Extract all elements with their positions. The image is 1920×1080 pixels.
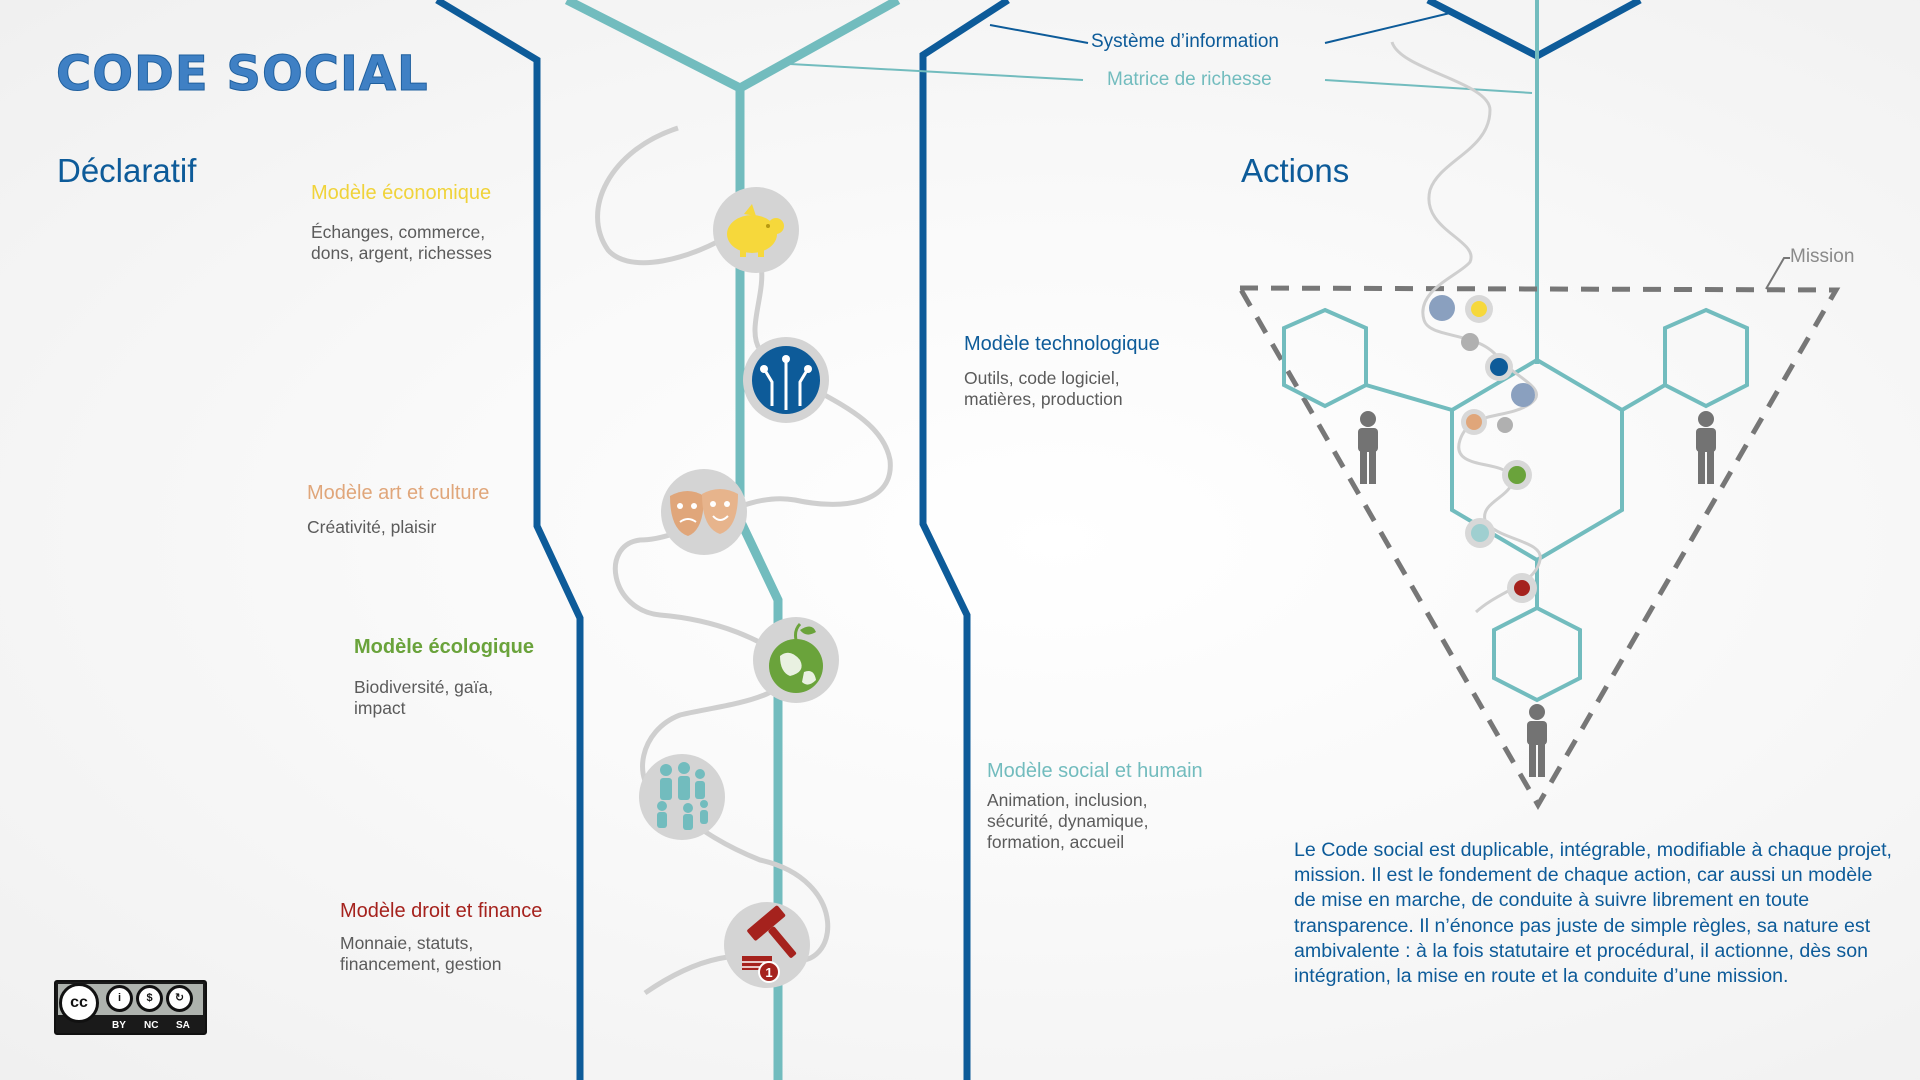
hexagon-right	[1663, 307, 1749, 409]
theater-masks-icon	[661, 469, 747, 555]
hexagon-bottom	[1492, 605, 1582, 703]
person-icon-left	[1358, 411, 1378, 484]
by-attribution-icon: i	[106, 985, 133, 1012]
gavel-coins-icon: 1	[724, 902, 810, 988]
systeme-information-label: Système d’information	[1091, 31, 1279, 52]
piggy-bank-icon	[713, 187, 799, 273]
mission-triangle	[1235, 285, 1841, 810]
mini-icons	[1429, 295, 1537, 603]
model-economique-desc: Échanges, commerce,dons, argent, richess…	[311, 222, 492, 263]
right-info-line	[919, 0, 1010, 1080]
sa-sharealike-icon: ↻	[166, 985, 193, 1012]
model-ecologique-title: Modèle écologique	[354, 636, 535, 658]
mini-grey-thread	[1390, 41, 1542, 614]
model-droit-desc: Monnaie, statuts,financement, gestion	[340, 933, 502, 974]
model-social-title: Modèle social et humain	[987, 760, 1203, 782]
svg-text:1: 1	[765, 965, 772, 980]
left-info-line	[435, 0, 584, 1080]
model-droit-title: Modèle droit et finance	[340, 900, 543, 922]
description-paragraph: Le Code social est duplicable, intégrabl…	[1294, 839, 1892, 988]
matrice-leader-right	[1324, 79, 1533, 94]
license-flag-nc: NC	[144, 1020, 159, 1031]
earth-apple-icon	[753, 617, 839, 703]
license-flag-by: BY	[112, 1020, 126, 1031]
matrice-richesse-label: Matrice de richesse	[1107, 69, 1272, 90]
person-icon-right	[1696, 411, 1716, 484]
systeme-leader-left	[989, 24, 1089, 44]
hexagon-left	[1282, 307, 1368, 409]
mission-label: Mission	[1790, 246, 1855, 267]
model-art-desc: Créativité, plaisir	[307, 517, 437, 537]
model-art-title: Modèle art et culture	[307, 482, 490, 504]
circuit-icon	[743, 337, 829, 423]
people-group-icon	[639, 754, 725, 840]
cc-license-badge[interactable]: cc i $ ↻ BY NC SA	[54, 980, 207, 1035]
page-title: CODE SOCIAL	[56, 46, 429, 103]
systeme-leader-right	[1324, 12, 1451, 44]
matrice-leader-left	[789, 63, 1084, 81]
model-technologique-desc: Outils, code logiciel,matières, producti…	[964, 368, 1123, 409]
mission-leader	[1765, 257, 1790, 290]
model-ecologique-desc: Biodiversité, gaïa,impact	[354, 677, 494, 718]
model-social-desc: Animation, inclusion,sécurité, dynamique…	[987, 790, 1149, 852]
top-right-info-v	[1426, 0, 1642, 60]
model-economique-title: Modèle économique	[311, 182, 492, 204]
central-teal-line	[564, 0, 901, 94]
license-flag-sa: SA	[176, 1020, 190, 1031]
model-technologique-title: Modèle technologique	[964, 333, 1160, 355]
cc-logo-icon: cc	[59, 983, 99, 1023]
central-teal-trunk	[735, 88, 783, 1080]
nc-noncommercial-icon: $	[136, 985, 163, 1012]
section-actions: Actions	[1241, 152, 1350, 189]
section-declaratif: Déclaratif	[57, 152, 197, 189]
person-icon-bottom	[1527, 704, 1547, 777]
hexagon-network	[1282, 307, 1749, 703]
